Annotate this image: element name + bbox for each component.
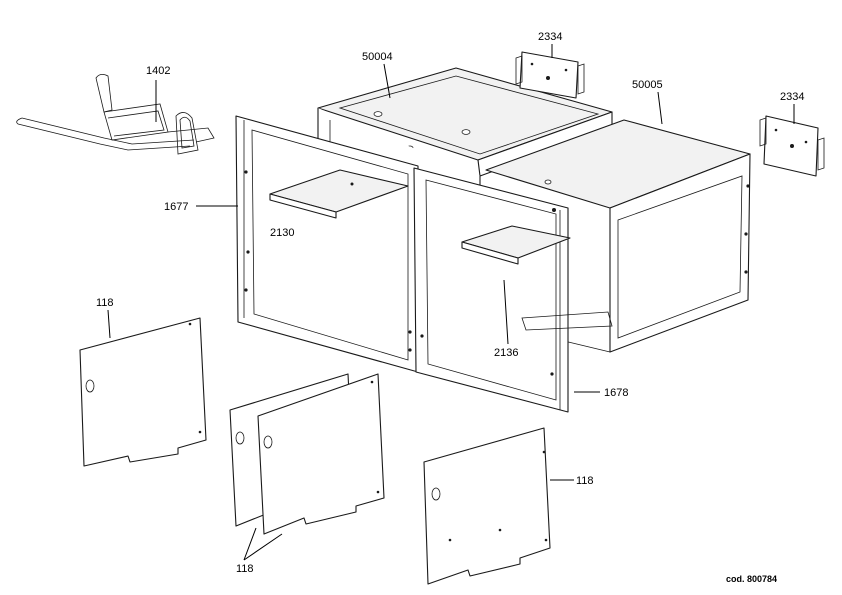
callout-1678: 1678: [604, 387, 628, 399]
callout-1402: 1402: [146, 65, 170, 77]
drawing-code: cod. 800784: [726, 574, 777, 584]
callout-2334-right: 2334: [780, 91, 804, 103]
leader-lines: [107, 44, 795, 561]
callout-2130: 2130: [270, 227, 294, 239]
panel-part-118-right[interactable]: [423, 427, 551, 585]
callout-118-right: 118: [576, 475, 594, 487]
callout-2136: 2136: [494, 347, 518, 359]
shelf-part-2130[interactable]: [269, 169, 409, 219]
panel-part-118-front[interactable]: [257, 373, 385, 535]
callout-118-left: 118: [96, 297, 114, 309]
panel-part-118-left[interactable]: [79, 317, 207, 467]
callout-1677: 1677: [164, 201, 188, 213]
callout-50004: 50004: [362, 51, 393, 63]
front-frame-part-1678[interactable]: [413, 167, 569, 413]
shelf-part-2136[interactable]: [461, 225, 613, 331]
bracket-plate-part-2334-top[interactable]: [515, 51, 585, 99]
handle-part-1402[interactable]: [16, 74, 215, 155]
callout-2334-top: 2334: [538, 31, 562, 43]
callout-118-bottom: 118: [236, 563, 254, 575]
housing-part-50005[interactable]: [485, 119, 751, 353]
bracket-plate-part-2334-right[interactable]: [759, 115, 825, 177]
callout-50005: 50005: [632, 79, 663, 91]
